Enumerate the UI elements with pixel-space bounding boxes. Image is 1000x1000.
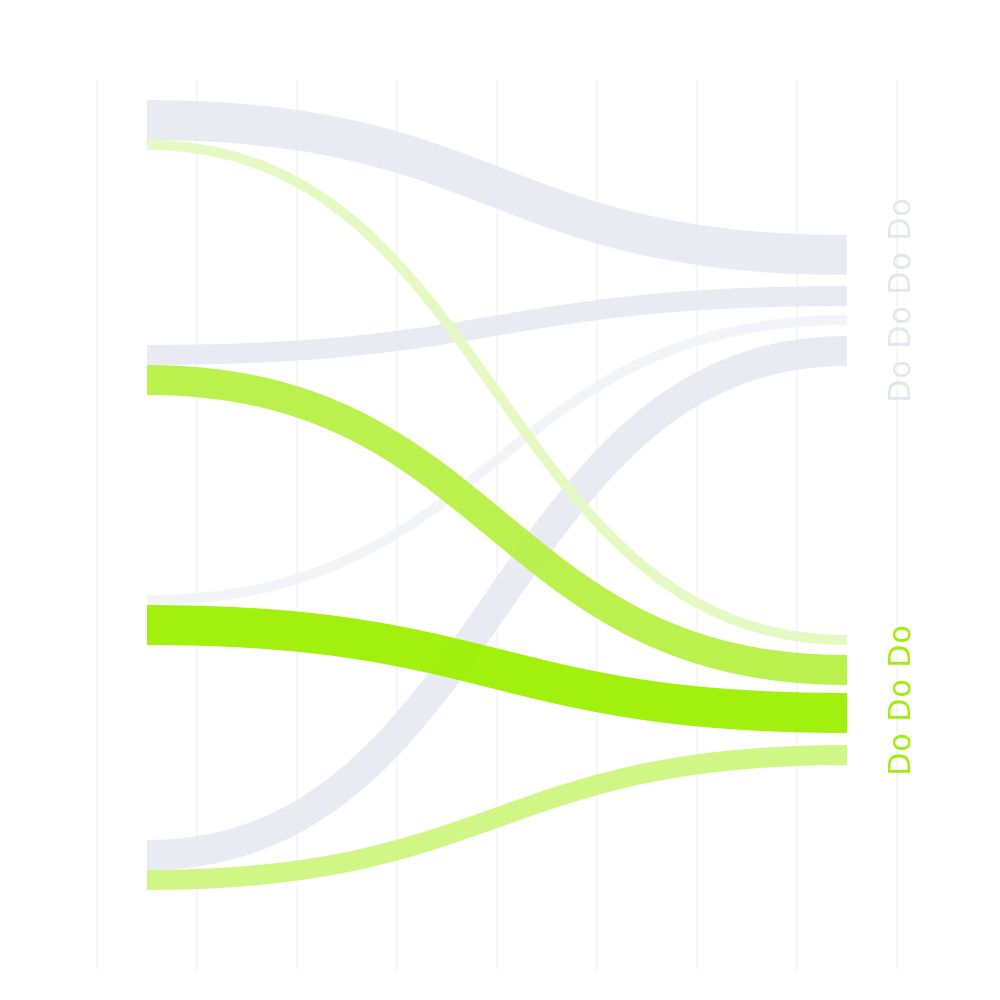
flow-band-4 (146, 365, 848, 685)
target-labels: Do Do Do Do Do Do Do (883, 197, 918, 775)
flow-bands (146, 100, 848, 890)
target-label-group-2: Do Do Do (883, 624, 918, 775)
flow-band-7 (146, 336, 848, 870)
flow-band-6 (146, 605, 848, 733)
flow-band-5 (146, 315, 848, 605)
flow-band-2 (146, 140, 848, 645)
flow-band-1 (146, 100, 848, 275)
flow-band-3 (146, 286, 848, 365)
target-label-group-1: Do Do Do Do (883, 197, 918, 402)
flow-band-8 (146, 745, 848, 890)
